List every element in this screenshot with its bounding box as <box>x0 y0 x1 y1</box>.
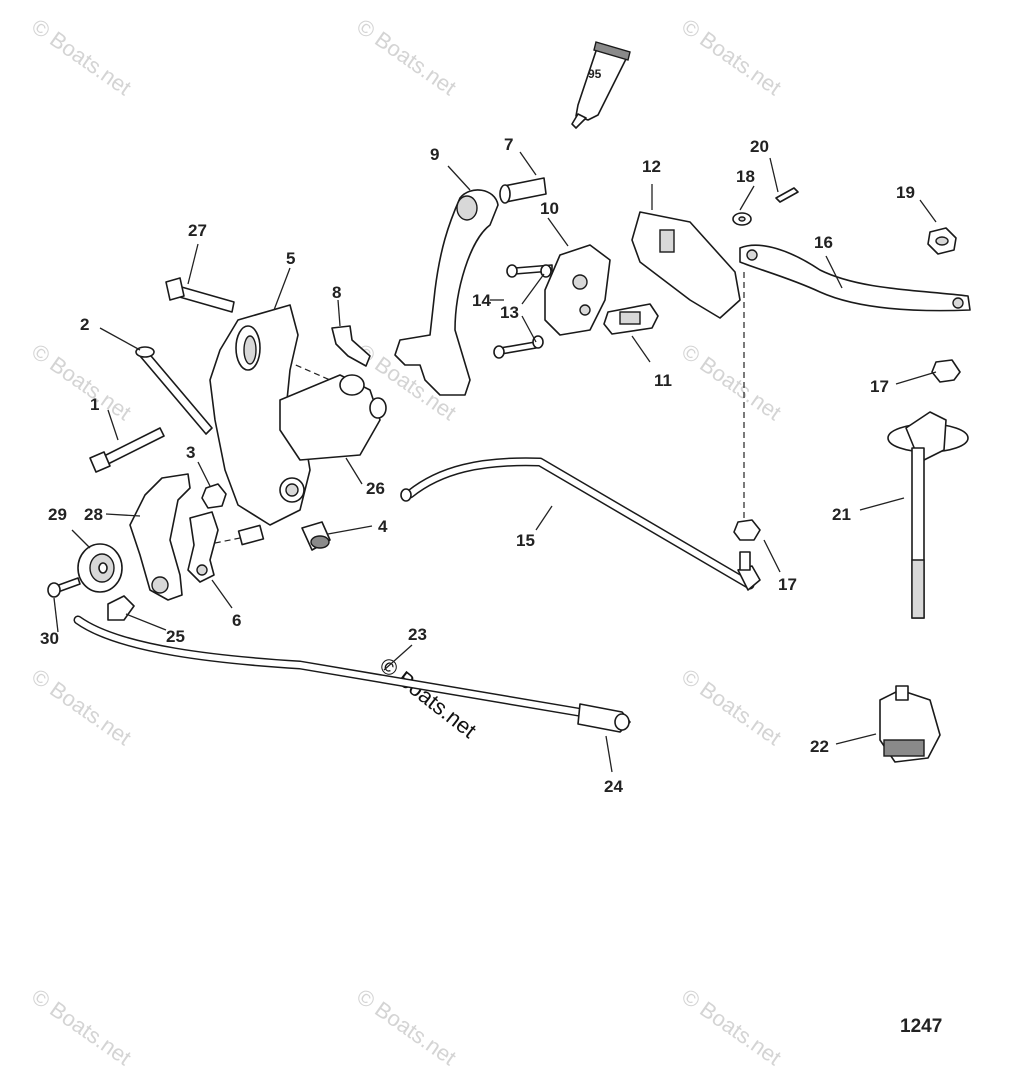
nut <box>201 483 227 509</box>
shift-plate <box>603 303 659 335</box>
callout-5: 5 <box>286 249 295 268</box>
watermark: © Boats.net <box>677 984 786 1071</box>
callout-22: 22 <box>810 737 829 756</box>
callout-1: 1 <box>90 395 99 414</box>
callout-12: 12 <box>642 157 661 176</box>
callout-30: 30 <box>40 629 59 648</box>
bushing <box>237 524 265 546</box>
pivot-pin <box>135 346 213 435</box>
shift-cable <box>73 615 583 717</box>
callout-13: 13 <box>500 303 519 322</box>
bracket-arm <box>394 189 499 396</box>
callout-24: 24 <box>604 777 623 796</box>
watermark-center: © Boats.net <box>375 652 481 743</box>
bolt <box>493 341 537 359</box>
cable-end <box>577 703 631 733</box>
callout-15: 15 <box>516 531 535 550</box>
pulley <box>77 543 123 593</box>
callout-23: 23 <box>408 625 427 644</box>
watermark: © Boats.net <box>27 984 136 1071</box>
shift-actuator <box>879 685 941 763</box>
callout-9: 9 <box>430 145 439 164</box>
watermark: © Boats.net <box>677 664 786 751</box>
washer-hole <box>738 216 746 222</box>
callout-18: 18 <box>736 167 755 186</box>
figure-number: 1247 <box>900 1016 942 1037</box>
callout-19: 19 <box>896 183 915 202</box>
callout-17: 17 <box>870 377 889 396</box>
watermark: © Boats.net <box>27 14 136 101</box>
watermark: © Boats.net <box>677 14 786 101</box>
callout-25: 25 <box>166 627 185 646</box>
shift-link <box>739 244 971 312</box>
shift-lever <box>129 473 191 601</box>
nut <box>931 359 961 383</box>
watermark: © Boats.net <box>352 984 461 1071</box>
callout-17b: 17 <box>778 575 797 594</box>
callout-28: 28 <box>84 505 103 524</box>
watermark: © Boats.net <box>352 14 461 101</box>
shift-bracket <box>544 244 611 336</box>
callout-16: 16 <box>814 233 833 252</box>
tube-label: 95 <box>588 67 602 81</box>
callout-10: 10 <box>540 199 559 218</box>
callout-26: 26 <box>366 479 385 498</box>
cotter-pin <box>775 187 799 203</box>
leader-lines <box>53 151 937 773</box>
retainer-clip <box>279 374 387 461</box>
spacer <box>301 521 331 551</box>
callout-8: 8 <box>332 283 341 302</box>
washer <box>532 335 544 349</box>
callout-29: 29 <box>48 505 67 524</box>
bolt <box>165 277 235 313</box>
lubricant-tube: 95 <box>571 41 631 129</box>
nut <box>733 519 761 541</box>
callout-3: 3 <box>186 443 195 462</box>
guide-block <box>631 211 741 319</box>
shift-shaft <box>887 411 969 619</box>
nut <box>927 227 957 255</box>
callouts: 1 2 3 4 5 6 7 8 9 10 11 12 13 14 15 16 1… <box>40 135 915 796</box>
callout-2: 2 <box>80 315 89 334</box>
callout-11: 11 <box>654 371 672 390</box>
mounting-bracket <box>209 304 311 526</box>
pin <box>499 177 547 204</box>
lever-arm <box>187 511 219 583</box>
callout-21: 21 <box>832 505 851 524</box>
watermark: © Boats.net <box>27 339 136 426</box>
callout-14: 14 <box>472 291 491 310</box>
small-clip <box>331 325 371 367</box>
watermark: © Boats.net <box>27 664 136 751</box>
screw <box>47 577 81 598</box>
callout-27: 27 <box>188 221 207 240</box>
callout-20: 20 <box>750 137 769 156</box>
cable-connector <box>107 595 135 621</box>
bolt <box>89 427 165 473</box>
callout-7: 7 <box>504 135 513 154</box>
shift-rod <box>400 457 761 591</box>
watermark: © Boats.net <box>677 339 786 426</box>
callout-6: 6 <box>232 611 241 630</box>
callout-4: 4 <box>378 517 388 536</box>
